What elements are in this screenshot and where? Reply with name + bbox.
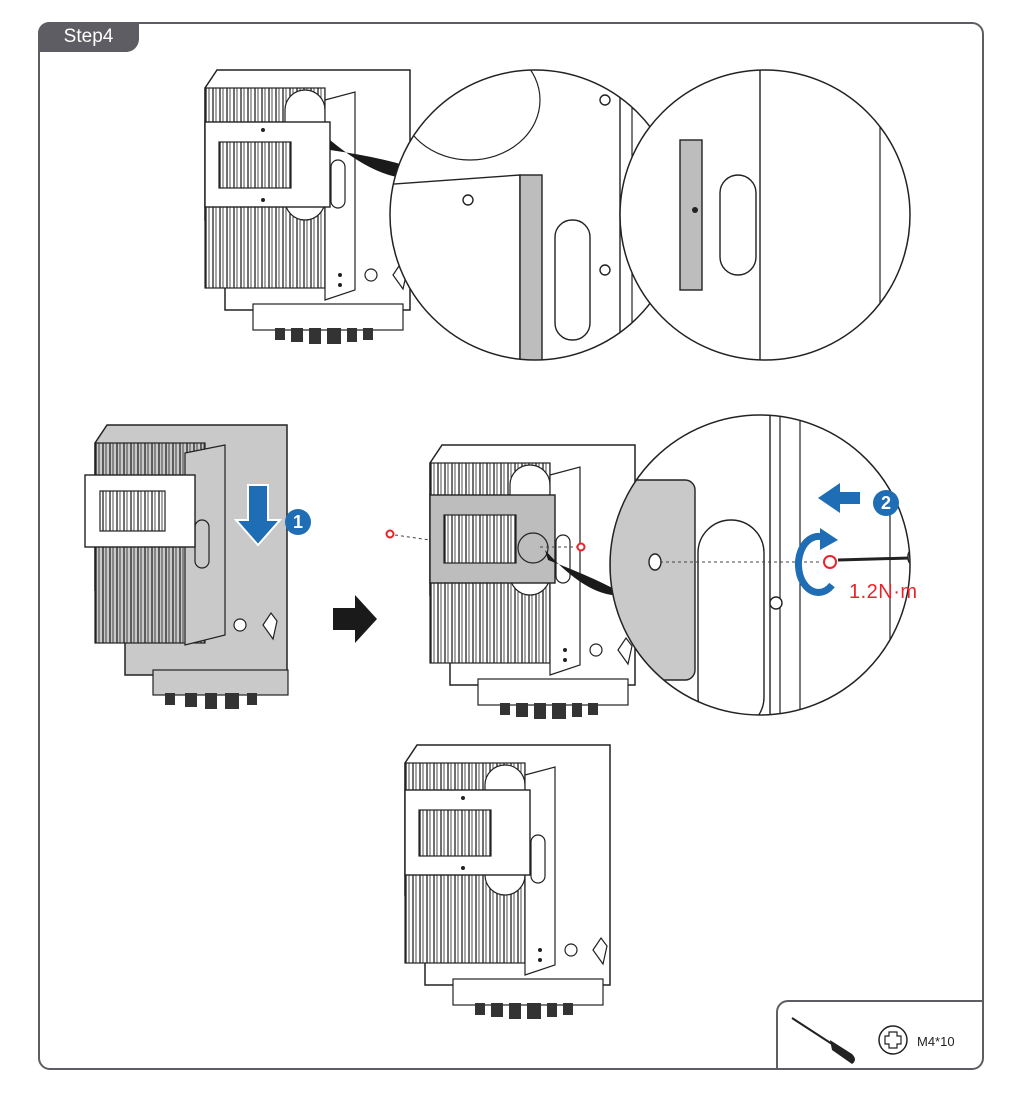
next-step-arrow-icon [333,595,377,643]
screwdriver-icon [791,1017,855,1064]
inverter-top [204,69,411,345]
screw-left-icon [385,529,395,539]
step2-badge: 2 [873,490,899,516]
detail-circle-2 [620,70,910,360]
zoom-source-circle [517,532,549,564]
inverter-step1 [84,424,289,709]
tool-box [776,1000,984,1070]
left-arrow-icon [818,483,860,513]
inverter-final [404,744,611,1020]
step-label: Step4 [38,22,139,52]
screw-spec-label: M4*10 [917,1034,955,1049]
rotate-arrow-icon [794,532,835,596]
detail-circle-3 [610,415,910,715]
screw-right-icon [576,542,586,552]
phillips-screw-icon [878,1025,908,1055]
down-arrow-icon [233,484,283,547]
step1-badge: 1 [285,509,311,535]
inverter-step2 [429,444,636,720]
step-frame [38,22,984,1070]
torque-label: 1.2N·m [849,581,918,603]
